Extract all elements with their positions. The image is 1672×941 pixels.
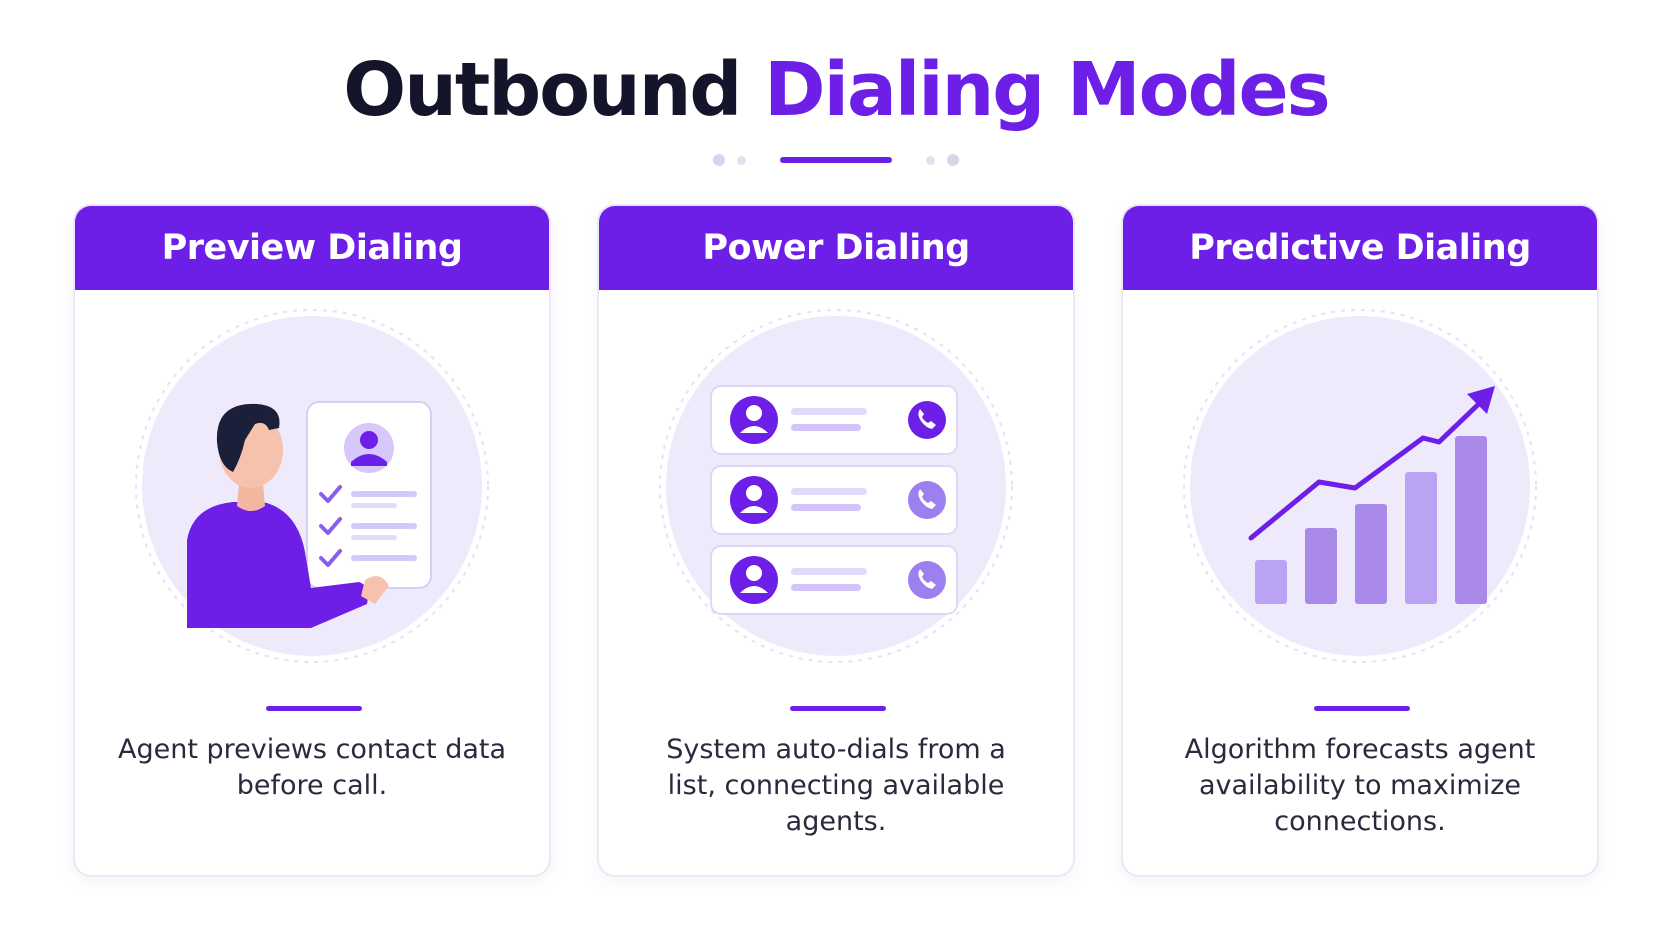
card-power-dialing: Power Dialing bbox=[597, 204, 1075, 877]
card-preview-dialing: Preview Dialing bbox=[73, 204, 551, 877]
bar-chart-icon bbox=[1255, 436, 1487, 604]
power-dialing-illustration bbox=[659, 309, 1013, 663]
contact-row-icon bbox=[710, 465, 958, 535]
preview-dialing-illustration bbox=[135, 309, 489, 663]
card-predictive-dialing: Predictive Dialing Algorithm forecasts a… bbox=[1121, 204, 1599, 877]
title-divider bbox=[0, 150, 1672, 170]
card-description: Algorithm forecasts agent availability t… bbox=[1184, 734, 1536, 837]
phone-icon bbox=[908, 481, 946, 519]
predictive-dialing-illustration bbox=[1183, 309, 1537, 663]
divider-dot bbox=[737, 155, 746, 165]
divider-bar bbox=[780, 157, 892, 163]
title-accent: Dialing Modes bbox=[764, 47, 1331, 133]
checkmark-icon bbox=[319, 485, 342, 567]
page-title: Outbound Dialing Modes bbox=[0, 40, 1672, 140]
trend-arrow-icon bbox=[1248, 386, 1495, 541]
divider-dot bbox=[947, 154, 959, 166]
card-rule bbox=[1314, 706, 1410, 711]
contact-row-icon bbox=[710, 385, 958, 455]
card-heading: Power Dialing bbox=[599, 206, 1073, 290]
card-description: System auto-dials from a list, connectin… bbox=[666, 734, 1006, 837]
contact-row-icon bbox=[710, 545, 958, 615]
title-main: Outbound bbox=[343, 47, 742, 133]
card-heading: Predictive Dialing bbox=[1123, 206, 1597, 290]
contact-card-icon bbox=[306, 401, 432, 589]
card-heading: Preview Dialing bbox=[75, 206, 549, 290]
agent-person-icon bbox=[187, 403, 389, 628]
divider-dot bbox=[926, 155, 935, 165]
phone-icon bbox=[908, 401, 946, 439]
card-rule bbox=[266, 706, 362, 711]
card-rule bbox=[790, 706, 886, 711]
phone-icon bbox=[908, 561, 946, 599]
divider-dot bbox=[713, 154, 725, 166]
card-description: Agent previews contact data before call. bbox=[117, 734, 507, 801]
